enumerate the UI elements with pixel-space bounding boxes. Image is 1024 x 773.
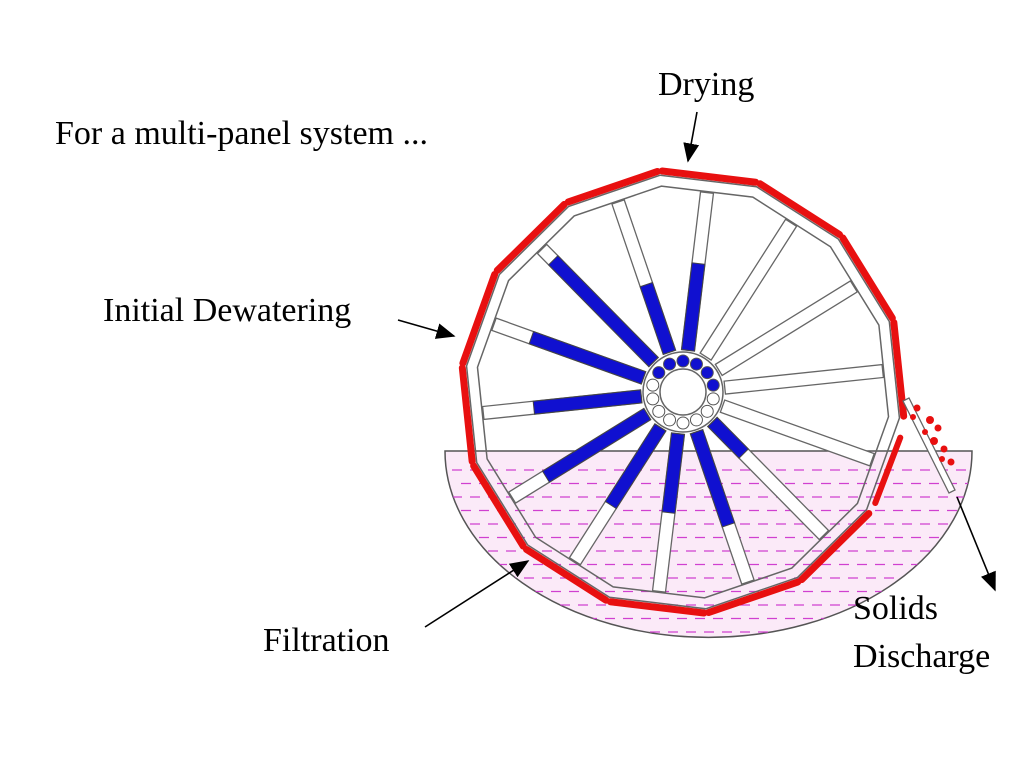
- solid-particle: [939, 456, 945, 462]
- solid-particle: [926, 416, 934, 424]
- hub-port: [700, 366, 714, 380]
- spoke: [719, 399, 876, 467]
- hub-ports: [646, 354, 720, 430]
- discharge-scraper: [902, 397, 956, 494]
- label-discharge: Discharge: [853, 638, 991, 675]
- spoke-vacuum-fill: [547, 254, 659, 368]
- wheel-rim-outer: [465, 174, 901, 610]
- hub-port: [663, 357, 677, 371]
- hub-port: [676, 416, 690, 430]
- spoke-vacuum-fill: [681, 262, 706, 352]
- cake-segment: [493, 200, 568, 275]
- label-solids: Solids: [853, 590, 939, 627]
- solid-particle: [934, 424, 942, 432]
- cake-segment: [458, 364, 476, 466]
- spoke-vacuum-fill: [604, 423, 667, 510]
- hub-port: [706, 392, 720, 406]
- cake-segment: [798, 509, 873, 584]
- spoke-vacuum-fill: [661, 432, 685, 514]
- spoke: [699, 218, 798, 362]
- arrow-filtration: [424, 560, 530, 628]
- hub-port: [646, 378, 660, 392]
- discharged-solids: [910, 404, 955, 466]
- cake-segment: [705, 578, 802, 617]
- cake-segment: [564, 167, 661, 206]
- cake-segment: [459, 270, 499, 367]
- hub-port: [706, 378, 720, 392]
- solid-particle: [913, 404, 921, 412]
- spoke: [723, 363, 885, 395]
- spoke-vacuum-fill: [541, 407, 652, 483]
- spoke: [714, 280, 859, 377]
- filter-cake-segments: [458, 167, 908, 617]
- cake-segment: [839, 234, 896, 322]
- hub-port: [663, 413, 677, 427]
- trough-fill: [444, 450, 973, 639]
- cake-segment: [606, 598, 708, 617]
- solid-particle: [947, 458, 955, 466]
- cake-segment: [756, 180, 844, 239]
- solid-particle: [910, 414, 916, 420]
- hub-inner-ring: [659, 368, 707, 416]
- hub-port: [700, 404, 714, 418]
- arrow-drying: [683, 111, 700, 163]
- label-initial-dewatering: Initial Dewatering: [103, 292, 352, 329]
- hub-port: [676, 354, 690, 368]
- spoke-vacuum-fill: [689, 429, 736, 528]
- label-arrows: [397, 111, 996, 628]
- solid-particle: [930, 437, 938, 445]
- spoke-vacuum-fill: [707, 416, 750, 459]
- scraper-blade: [902, 397, 956, 494]
- cake-segment: [658, 167, 760, 186]
- label-drying: Drying: [658, 66, 755, 103]
- hub-port: [689, 357, 703, 371]
- solid-particle: [922, 429, 928, 435]
- hub-port: [652, 366, 666, 380]
- wheel-spokes: [481, 191, 885, 593]
- spoke-vacuum-fill: [532, 389, 643, 415]
- slide-caption: For a multi-panel system ...: [55, 115, 429, 152]
- cake-segment: [890, 318, 908, 420]
- spoke-vacuum-fill: [639, 281, 677, 355]
- arrow-solids-discharge: [956, 496, 996, 592]
- wheel-rim-inner: [476, 185, 890, 599]
- label-filtration: Filtration: [263, 622, 390, 659]
- arrow-initial-dewatering: [397, 319, 456, 339]
- spoke-vacuum-fill: [528, 330, 647, 385]
- solid-particle: [940, 445, 948, 453]
- hub-port: [652, 404, 666, 418]
- hub-port: [689, 413, 703, 427]
- hub-port: [646, 392, 660, 406]
- cake-segment: [872, 434, 904, 506]
- cake-segment: [470, 462, 527, 550]
- cake-segment: [522, 545, 610, 604]
